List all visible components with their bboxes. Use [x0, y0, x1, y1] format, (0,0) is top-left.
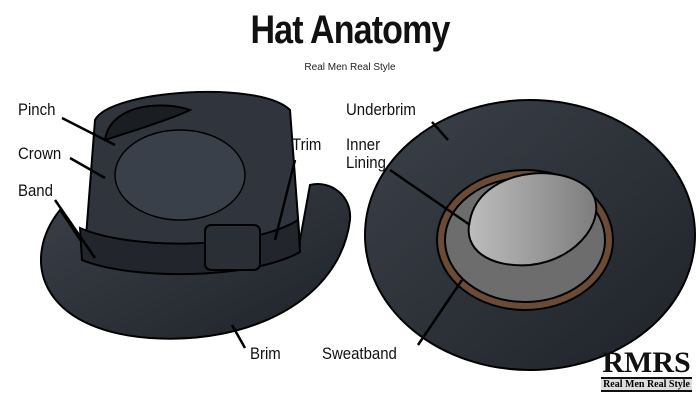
- label-inner-lining: Inner Lining: [346, 135, 386, 172]
- leader-lines: [53, 116, 471, 349]
- bow: [204, 224, 261, 271]
- label-trim: Trim: [292, 135, 322, 154]
- logo-sub: Real Men Real Style: [601, 377, 692, 392]
- label-pinch: Pinch: [18, 100, 56, 119]
- fedora-under-view: [364, 99, 696, 371]
- label-underbrim: Underbrim: [346, 100, 416, 119]
- label-sweatband: Sweatband: [322, 344, 397, 363]
- label-brim: Brim: [250, 344, 281, 363]
- logo-main: RMRS: [602, 346, 691, 379]
- diagram-title: Hat Anatomy: [250, 8, 450, 52]
- label-band: Band: [18, 181, 53, 200]
- pinch: [103, 104, 193, 142]
- fedora-side-view: [39, 90, 352, 340]
- label-crown: Crown: [18, 144, 62, 163]
- diagram-subtitle: Real Men Real Style: [304, 62, 396, 73]
- rmrs-logo: RMRS Real Men Real Style: [601, 346, 692, 392]
